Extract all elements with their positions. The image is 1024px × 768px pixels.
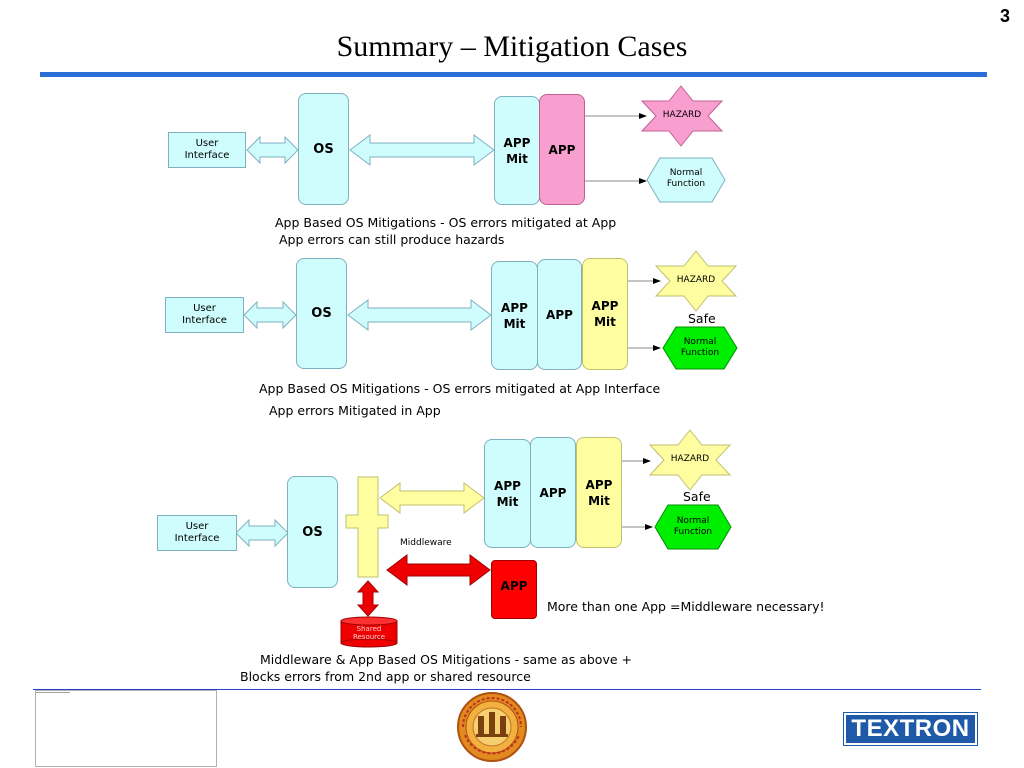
case2-hazard-label: HAZARD xyxy=(676,275,716,285)
footer-box-line xyxy=(36,692,70,693)
case3-shared-resource-label: Shared Resource xyxy=(352,625,386,641)
case1-os-box: OS xyxy=(298,93,349,205)
case1-caption-line1: App Based OS Mitigations - OS errors mit… xyxy=(275,215,617,230)
army-emblem-seal xyxy=(457,692,527,762)
case1-app-mit-box: APP Mit xyxy=(494,96,540,205)
case1-caption-line2: App errors can still produce hazards xyxy=(279,232,505,247)
footer-divider xyxy=(33,689,981,690)
case2-os-box: OS xyxy=(296,258,347,369)
case3-second-app-box: APP xyxy=(491,560,537,619)
case3-user-interface-box: User Interface xyxy=(157,515,237,551)
case2-caption-line1: App Based OS Mitigations - OS errors mit… xyxy=(259,381,661,396)
case2-caption-line2: App errors Mitigated in App xyxy=(269,403,441,418)
case3-shared-resource-cylinder xyxy=(340,616,398,648)
case3-os-box: OS xyxy=(287,476,338,588)
title-underline-bar xyxy=(40,72,987,77)
case3-hazard-label: HAZARD xyxy=(670,454,710,464)
case3-safe-label: Safe xyxy=(683,489,711,504)
case2-hazard-star xyxy=(654,250,738,312)
case3-caption-line2: Blocks errors from 2nd app or shared res… xyxy=(240,669,531,684)
case3-app-box: APP xyxy=(530,437,576,548)
case3-normal-function-label: Normal Function xyxy=(673,516,713,537)
case3-app-mit-right-box: APP Mit xyxy=(576,437,622,548)
slide-title: Summary – Mitigation Cases xyxy=(336,30,688,63)
case3-middleware-note: More than one App =Middleware necessary! xyxy=(547,599,825,614)
slide-number: 3 xyxy=(999,6,1010,26)
case2-app-mit-left-box: APP Mit xyxy=(491,261,538,370)
case1-hazard-label: HAZARD xyxy=(662,110,702,120)
case3-middleware-label: Middleware xyxy=(400,538,452,548)
case2-normal-function-label: Normal Function xyxy=(680,337,720,358)
case2-safe-label: Safe xyxy=(688,311,716,326)
case1-normal-hexagon xyxy=(646,157,726,203)
case3-middleware-cross xyxy=(345,476,389,578)
case2-app-mit-right-box: APP Mit xyxy=(582,258,628,370)
case3-hazard-star xyxy=(648,429,732,491)
case2-app-box: APP xyxy=(537,259,582,370)
textron-logo: TEXTRON xyxy=(843,712,978,746)
case1-app-box: APP xyxy=(539,94,585,205)
footer-blank-box xyxy=(35,690,217,767)
case2-user-interface-box: User Interface xyxy=(165,297,244,333)
case2-normal-hexagon xyxy=(662,326,738,370)
case1-hazard-star xyxy=(640,85,724,147)
case1-normal-function-label: Normal Function xyxy=(666,168,706,189)
case3-shared-resource-arrow xyxy=(356,580,380,617)
case3-middleware-app2-arrow xyxy=(386,554,491,586)
case1-user-interface-box: User Interface xyxy=(168,132,246,168)
case3-normal-hexagon xyxy=(654,504,732,550)
case3-app-mit-left-box: APP Mit xyxy=(484,439,531,548)
case3-caption-line1: Middleware & App Based OS Mitigations - … xyxy=(260,652,632,667)
